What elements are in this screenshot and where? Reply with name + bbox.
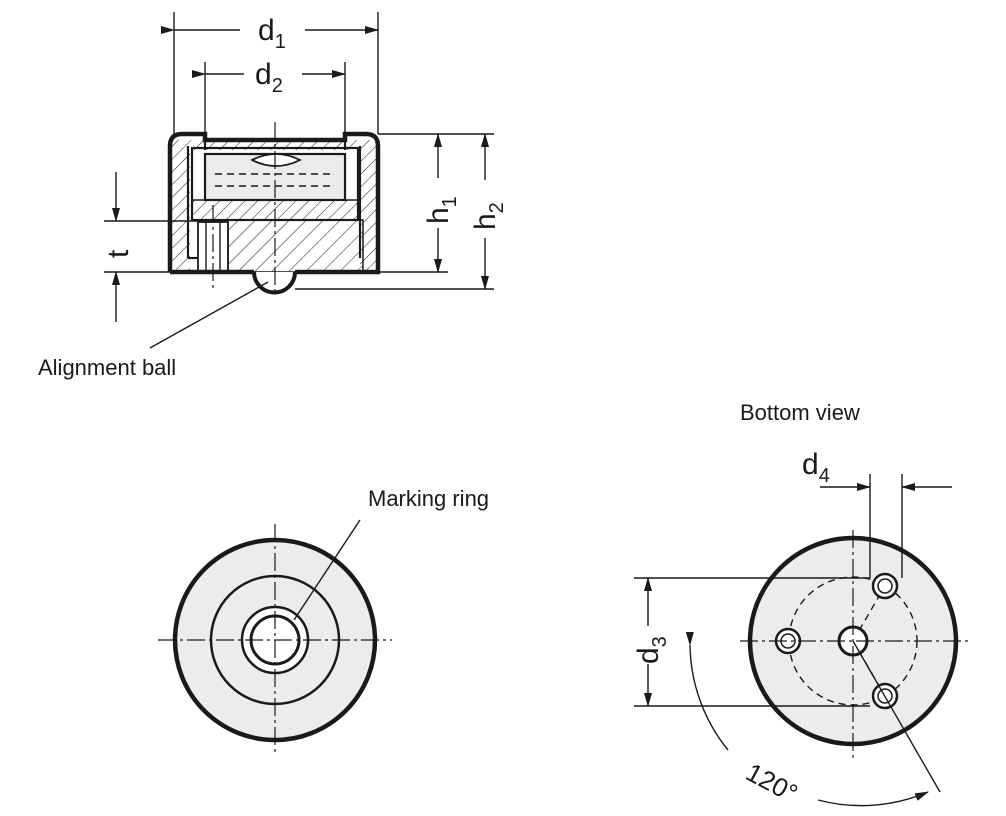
label-alignment-ball: Alignment ball (38, 355, 176, 380)
dim-d2: d2 (255, 58, 283, 97)
dim-t: t (102, 249, 135, 258)
top-view: Marking ring (158, 486, 489, 756)
dim-d1: d1 (258, 14, 286, 53)
hole-top (871, 572, 899, 600)
angle-arc (685, 631, 729, 751)
dim-h1: h1 (422, 196, 461, 224)
bottom-view: Bottom view d3 (632, 400, 972, 809)
vial-bubble (249, 153, 303, 167)
dim-d3: d3 (632, 636, 671, 664)
side-section-view: d1 d2 h1 h2 t Alignment ball (38, 12, 508, 380)
dim-d4: d4 (802, 448, 830, 487)
label-marking-ring: Marking ring (368, 486, 489, 511)
label-bottom-view: Bottom view (740, 400, 860, 425)
dim-h2: h2 (469, 202, 508, 230)
insert-body-hatch (227, 219, 364, 273)
angle-label: 120° (741, 757, 803, 809)
